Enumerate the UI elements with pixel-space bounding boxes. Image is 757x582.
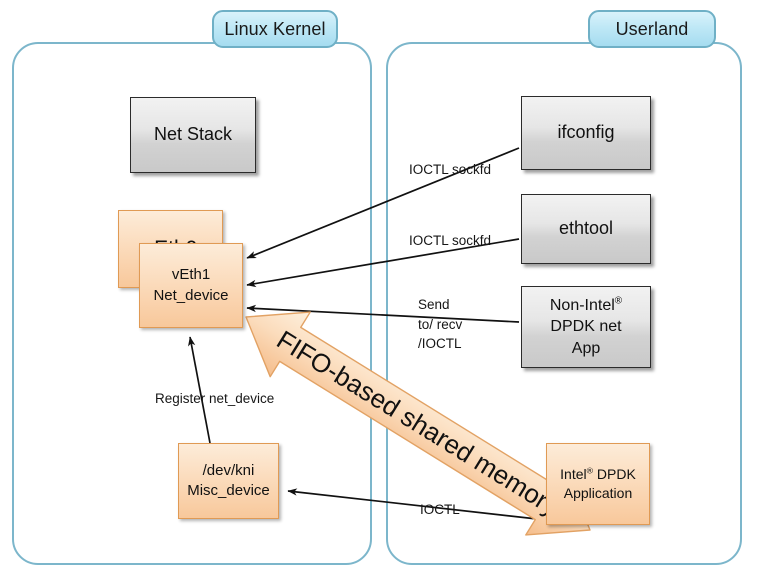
box-intel-dpdk-application[interactable]: Intel® DPDK Application xyxy=(546,443,650,525)
label-ioctl-sockfd-ethtool: IOCTL sockfd xyxy=(409,233,492,248)
box-veth1-line2: Net_device xyxy=(153,286,229,304)
panel-title-linux-kernel: Linux Kernel xyxy=(212,10,338,48)
box-net-stack[interactable]: Net Stack xyxy=(130,97,256,173)
panel-title-userland: Userland xyxy=(588,10,716,48)
box-veth1-net-device[interactable]: vEth1 Net_device xyxy=(139,243,243,328)
panel-title-userland-label: Userland xyxy=(615,18,689,39)
box-non-intel-dpdk-net-app[interactable]: Non-Intel® DPDK net App xyxy=(521,286,651,368)
box-kni-line1: /dev/kni xyxy=(202,461,255,479)
box-ethtool[interactable]: ethtool xyxy=(521,194,651,264)
registered-mark-icon: ® xyxy=(614,296,623,307)
box-intel-dpdk-line1: Intel® DPDK xyxy=(560,465,636,483)
box-ethtool-label: ethtool xyxy=(558,218,614,239)
panel-userland xyxy=(386,42,742,565)
box-non-intel-line3: App xyxy=(571,339,601,357)
label-ioctl-dpdk-app: IOCTL xyxy=(420,502,460,517)
box-net-stack-label: Net Stack xyxy=(153,124,233,145)
box-non-intel-line1: Non-Intel® xyxy=(549,296,623,315)
label-ioctl-sockfd-ifconfig: IOCTL sockfd xyxy=(409,162,492,177)
panel-linux-kernel xyxy=(12,42,372,565)
box-intel-dpdk-line2: Application xyxy=(563,485,633,501)
label-send-line3: /IOCTL xyxy=(418,336,462,352)
label-send-line1: Send xyxy=(418,297,450,312)
box-veth1-line1: vEth1 xyxy=(171,266,211,284)
label-send-recv-ioctl: Send to/ recv /IOCTL xyxy=(418,295,488,354)
box-kni-line2: Misc_device xyxy=(187,482,270,499)
box-kni-misc-device[interactable]: /dev/kni Misc_device xyxy=(178,443,279,519)
box-ifconfig[interactable]: ifconfig xyxy=(521,96,651,170)
box-ifconfig-label: ifconfig xyxy=(557,122,615,143)
box-non-intel-line2: DPDK net xyxy=(550,318,622,336)
panel-title-linux-kernel-label: Linux Kernel xyxy=(224,18,326,39)
label-send-line2: to/ recv xyxy=(418,316,463,332)
label-register-net-device: Register net_device xyxy=(155,391,275,406)
